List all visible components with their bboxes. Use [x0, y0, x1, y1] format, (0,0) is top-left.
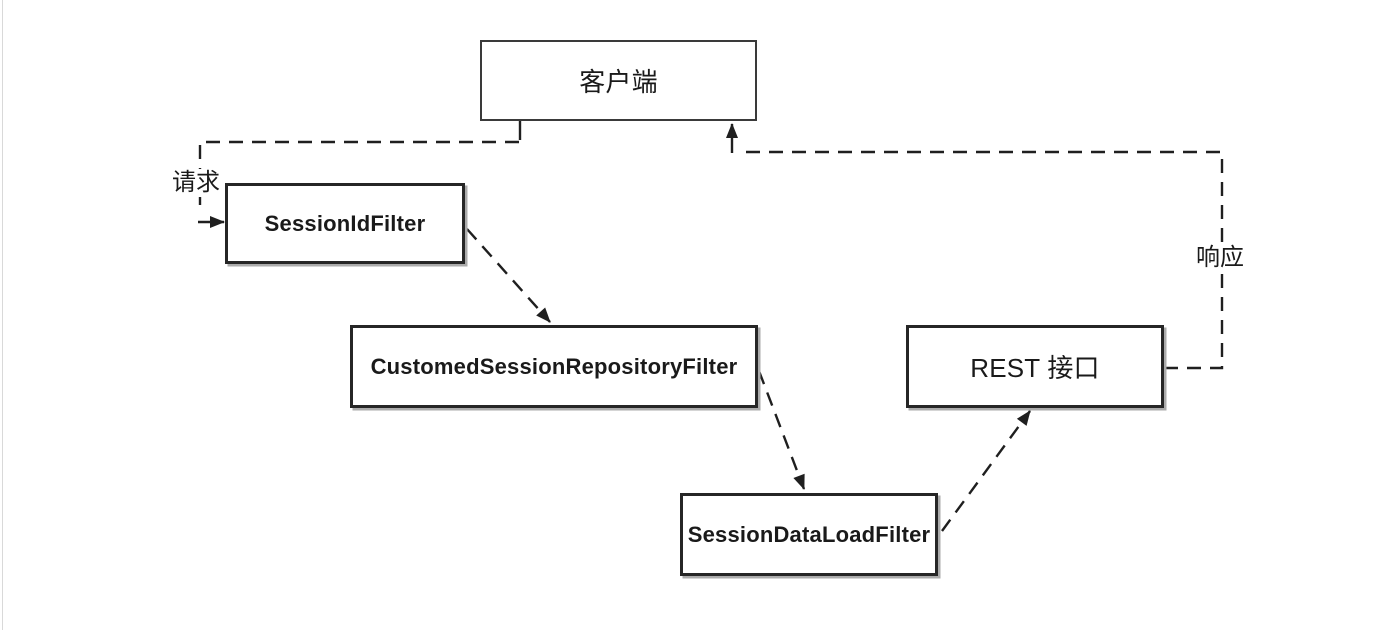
node-customed-session-repository-filter-label: CustomedSessionRepositoryFilter	[370, 353, 738, 379]
node-rest-api: REST 接口	[906, 325, 1164, 408]
node-rest-api-label: REST 接口	[970, 353, 1100, 383]
edge-sessionidfilter-to-repositoryfilter	[466, 228, 551, 323]
node-session-data-load-filter: SessionDataLoadFilter	[680, 493, 938, 576]
edge-repositoryfilter-to-dataloadfilter	[757, 370, 806, 490]
edge-dataloadfilter-to-rest	[941, 410, 1031, 532]
node-session-id-filter: SessionIdFilter	[225, 183, 465, 264]
edge-label-response: 响应	[1194, 244, 1246, 273]
node-session-id-filter-label: SessionIdFilter	[264, 210, 426, 236]
edge-label-request: 请求	[170, 169, 222, 198]
node-customed-session-repository-filter: CustomedSessionRepositoryFilter	[350, 325, 758, 408]
node-client: 客户端	[480, 40, 757, 121]
window-edge-divider	[2, 0, 3, 630]
node-session-data-load-filter-label: SessionDataLoadFilter	[687, 521, 931, 547]
node-client-label: 客户端	[579, 67, 658, 97]
